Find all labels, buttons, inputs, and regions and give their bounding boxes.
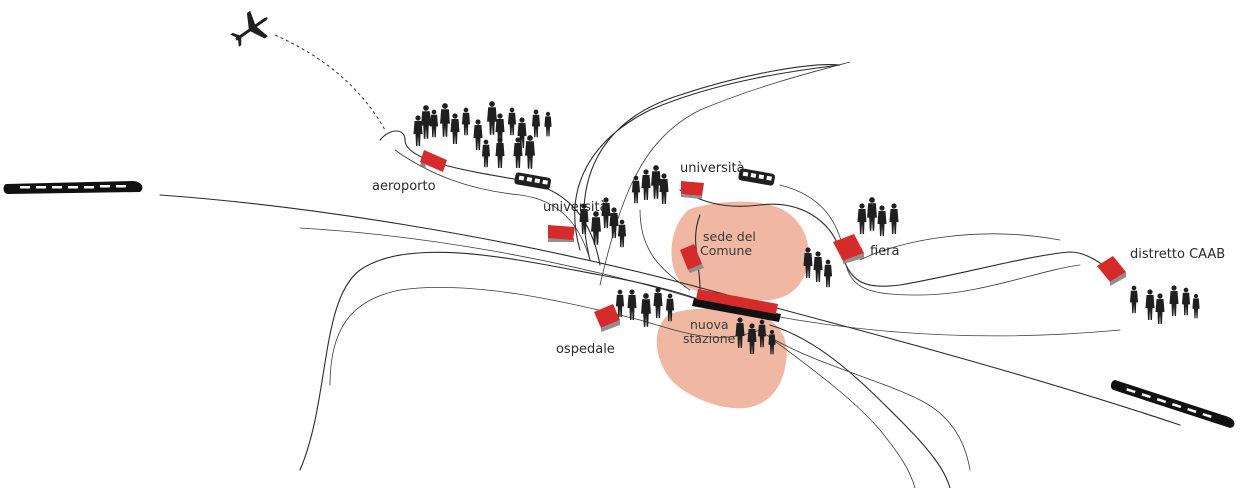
person-figure (768, 329, 776, 355)
person-figure (1192, 293, 1200, 319)
label-sede-line1: sede del (703, 229, 756, 244)
person-figure (495, 113, 505, 144)
person-figure (531, 109, 541, 138)
person-figure (877, 205, 887, 236)
person-figure (659, 173, 669, 204)
flight-path (274, 34, 386, 131)
train-icon (514, 172, 551, 190)
person-figure (823, 259, 833, 288)
person-figure (421, 105, 431, 139)
person-figure (579, 203, 589, 234)
person-figure (495, 137, 505, 168)
label-fiera: fiera (870, 244, 900, 259)
building-icon (594, 304, 620, 332)
train-icon (738, 168, 775, 186)
person-figure (889, 203, 899, 234)
person-figure (513, 137, 523, 168)
person-figure (653, 287, 663, 318)
high-speed-train-icon (1110, 380, 1235, 428)
person-figure (461, 107, 471, 136)
person-figure (429, 109, 439, 138)
label-aeroporto: aeroporto (372, 179, 436, 194)
person-figure (591, 211, 601, 245)
person-figure (641, 169, 651, 200)
person-figure (544, 111, 552, 137)
building-icon (1097, 256, 1126, 286)
label-distretto: distretto CAAB (1130, 247, 1225, 262)
person-figure (1169, 285, 1179, 316)
person-figure (617, 219, 627, 248)
person-figure (627, 289, 637, 320)
person-figure (525, 135, 535, 169)
building-icon (548, 225, 575, 242)
building-icon (681, 181, 704, 199)
person-figure (747, 323, 757, 354)
person-figure (641, 293, 651, 327)
label-ospedale: ospedale (556, 342, 615, 357)
person-figure (413, 115, 423, 146)
label-sede-line2: Comune (700, 243, 752, 258)
label-universita-2: università (680, 161, 745, 176)
building-icon (680, 244, 704, 273)
person-figure (735, 317, 745, 348)
person-figure (665, 293, 675, 322)
person-figure (631, 175, 641, 204)
building-icon (420, 150, 447, 172)
zone-sede-comune (671, 201, 809, 301)
building-icon (833, 234, 864, 264)
person-figure (487, 101, 497, 135)
crowd-icon (413, 101, 1200, 355)
person-figure (757, 319, 767, 348)
label-nuova-line1: nuova (690, 317, 729, 332)
person-figure (867, 197, 877, 231)
person-figure (1181, 287, 1191, 316)
person-figure (1145, 289, 1155, 320)
route-lines (159, 61, 1181, 488)
person-figure (651, 165, 661, 199)
airplane-icon (230, 10, 268, 47)
label-nuova-line2: stazione (683, 331, 736, 346)
label-universita-1: università (543, 200, 608, 215)
person-figure (601, 197, 611, 228)
person-figure (803, 247, 813, 278)
person-figure (481, 139, 491, 168)
high-speed-train-icon (3, 181, 143, 194)
person-figure (507, 107, 517, 136)
person-figure (450, 113, 460, 144)
person-figure (1155, 293, 1165, 324)
person-figure (609, 207, 619, 238)
person-figure (440, 103, 450, 137)
person-figure (857, 203, 867, 234)
person-figure (615, 289, 625, 318)
person-figure (473, 119, 483, 150)
person-figure (1129, 285, 1139, 314)
nuova-stazione-building (692, 289, 781, 322)
person-figure (813, 251, 823, 282)
